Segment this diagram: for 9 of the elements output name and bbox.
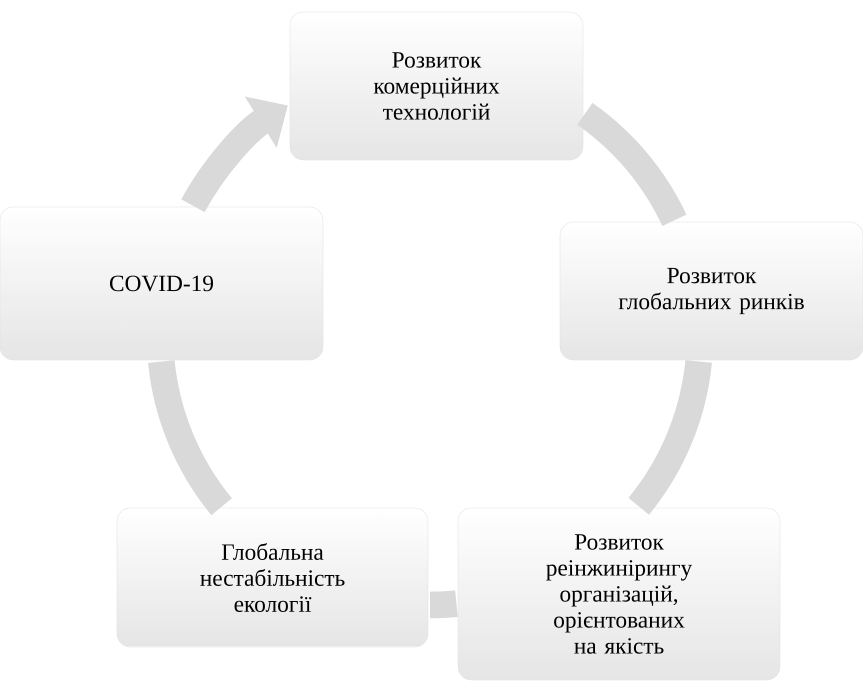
cycle-box: COVID-19 bbox=[0, 206, 324, 360]
cycle-box: Глобальна нестабільність екології bbox=[116, 508, 428, 648]
ring-segment bbox=[430, 590, 458, 618]
ring-segment bbox=[148, 360, 232, 515]
cycle-box: Розвиток реінжинірингу організацій, орієнтованих на якість bbox=[458, 508, 780, 680]
cycle-box: Розвиток комерційних технологій bbox=[290, 12, 584, 160]
ring-segment bbox=[628, 360, 712, 514]
ring-segment bbox=[576, 103, 686, 226]
cycle-box: Розвиток глобальних ринків bbox=[560, 222, 863, 360]
